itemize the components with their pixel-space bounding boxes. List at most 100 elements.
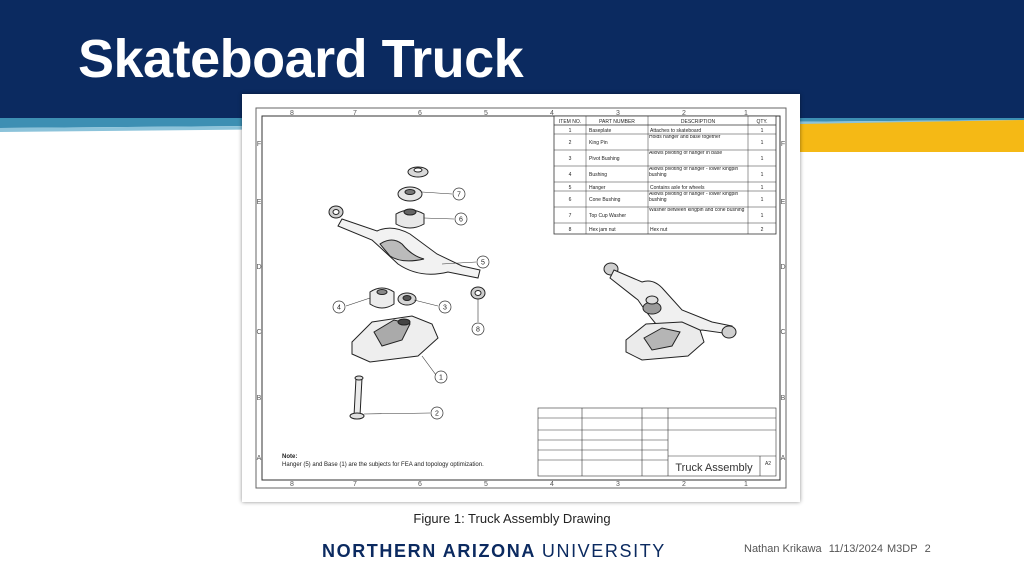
bom-cell: Baseplate (589, 128, 611, 134)
bom-cell: Pivot Bushing (589, 156, 620, 162)
bom-cell: Washer between kingpin and cone bushing (649, 208, 745, 213)
bom-cell: 8 (569, 227, 572, 233)
bom-cell: 5 (569, 185, 572, 191)
zone-number: 7 (353, 110, 357, 117)
bom-cell: 1 (761, 197, 764, 203)
bom-cell: 1 (761, 156, 764, 162)
note-text: Hanger (5) and Base (1) are the subjects… (282, 462, 484, 468)
bom-cell: 1 (761, 213, 764, 219)
balloon: 5 (476, 255, 490, 269)
zone-letter: B (781, 395, 786, 402)
balloon-number: 2 (435, 411, 439, 418)
zone-letter: B (257, 395, 262, 402)
bom-cell: Allows pivoting of hanger - lower kingpi… (649, 192, 739, 203)
zone-number: 5 (484, 110, 488, 117)
bom-header: QTY. (756, 119, 767, 125)
zone-letter: D (780, 264, 785, 271)
bom-cell: Allows pivoting of hanger in base (649, 151, 723, 156)
presentation-date: 11/13/2024 (828, 543, 883, 555)
balloon-number: 7 (457, 192, 461, 199)
zone-number: 3 (616, 481, 620, 488)
bom-cell: 3 (569, 156, 572, 162)
bom-cell: Bushing (589, 172, 607, 178)
zone-letter: F (257, 141, 261, 148)
zone-letter: C (780, 329, 785, 336)
bom-cell: Cone Bushing (589, 197, 621, 203)
figure-caption: Figure 1: Truck Assembly Drawing (413, 511, 611, 526)
slide-title: Skateboard Truck (78, 29, 524, 89)
bom-desc-wrap: Allows pivoting of hanger in base (649, 151, 723, 156)
bom-cell: 1 (761, 128, 764, 134)
sheet-size: A2 (765, 461, 771, 467)
bom-cell: 2 (761, 227, 764, 233)
zone-number: 1 (744, 481, 748, 488)
balloon: 6 (454, 212, 468, 226)
title-block (537, 407, 777, 477)
zone-letter: C (256, 329, 261, 336)
balloon-number: 8 (476, 327, 480, 334)
balloon: 4 (332, 300, 346, 314)
bom-cell: King Pin (589, 140, 608, 146)
bom-cell: Hex nut (650, 227, 668, 233)
zone-number: 3 (616, 110, 620, 117)
bom-cell: Top Cup Washer (589, 213, 626, 219)
balloon-number: 3 (443, 305, 447, 312)
bom-cell: 6 (569, 197, 572, 203)
logo-bold-text: NORTHERN ARIZONA (322, 541, 536, 561)
zone-letter: A (781, 455, 786, 462)
logo-light-text: UNIVERSITY (541, 541, 666, 561)
bom-cell: 1 (569, 128, 572, 134)
balloon: 2 (430, 406, 444, 420)
assembled-view (603, 262, 737, 361)
leader-lines (345, 191, 479, 415)
zone-number: 4 (550, 110, 554, 117)
bushing-part (369, 287, 395, 309)
bom-header: PART NUMBER (599, 119, 635, 125)
page-number: 2 (924, 543, 931, 555)
bom-cell: Holds hanger and base together (649, 135, 721, 140)
truck-assembly-drawing: 8 7 6 5 4 3 2 1 8 7 6 5 4 3 2 1 F E D C … (242, 94, 800, 502)
balloon-number: 4 (337, 305, 341, 312)
zone-letter: A (257, 455, 262, 462)
zone-number: 1 (744, 110, 748, 117)
zone-letter: F (781, 141, 785, 148)
bom-desc-wrap: Allows pivoting of hanger - lower kingpi… (649, 167, 739, 178)
bom-cell: Allows pivoting of hanger - lower kingpi… (649, 167, 739, 178)
bom-header: ITEM NO. (559, 119, 581, 125)
drawing-sheet: 8 7 6 5 4 3 2 1 8 7 6 5 4 3 2 1 F E D C … (255, 107, 787, 489)
balloon: 3 (438, 300, 452, 314)
zone-letter: D (256, 264, 261, 271)
bom-desc-wrap: Allows pivoting of hanger - lower kingpi… (649, 192, 739, 203)
zone-letter: E (257, 199, 262, 206)
zone-number: 6 (418, 110, 422, 117)
bom-cell: Hex jam nut (589, 227, 616, 233)
zone-number: 8 (290, 481, 294, 488)
bom-table: ITEM NO. PART NUMBER DESCRIPTION QTY. 1 … (553, 115, 777, 235)
bom-cell: Contains axle for wheels (650, 185, 705, 191)
university-logo: NORTHERN ARIZONA UNIVERSITY (322, 541, 666, 562)
zone-number: 2 (682, 481, 686, 488)
balloon-number: 1 (439, 375, 443, 382)
balloon: 8 (471, 322, 485, 336)
balloon-number: 5 (481, 260, 485, 267)
bom-cell: 1 (761, 172, 764, 178)
course-code: M3DP (886, 543, 918, 555)
zone-number: 2 (682, 110, 686, 117)
zone-number: 7 (353, 481, 357, 488)
zone-number: 6 (418, 481, 422, 488)
bom-cell: 1 (761, 140, 764, 146)
zone-number: 5 (484, 481, 488, 488)
bom-cell: Hanger (589, 185, 606, 191)
balloon: 1 (434, 370, 448, 384)
bom-header: DESCRIPTION (681, 119, 716, 125)
zone-number: 8 (290, 110, 294, 117)
bom-desc-wrap: Washer between kingpin and cone bushing (649, 208, 745, 213)
author-name: Nathan Krikawa (744, 543, 822, 555)
balloon: 7 (452, 187, 466, 201)
hanger-part (337, 218, 481, 279)
note-label: Note: (282, 454, 297, 460)
bom-desc-wrap: Holds hanger and base together (649, 135, 721, 140)
exploded-view (328, 166, 486, 420)
balloon-number: 6 (459, 217, 463, 224)
bom-cell: 4 (569, 172, 572, 178)
